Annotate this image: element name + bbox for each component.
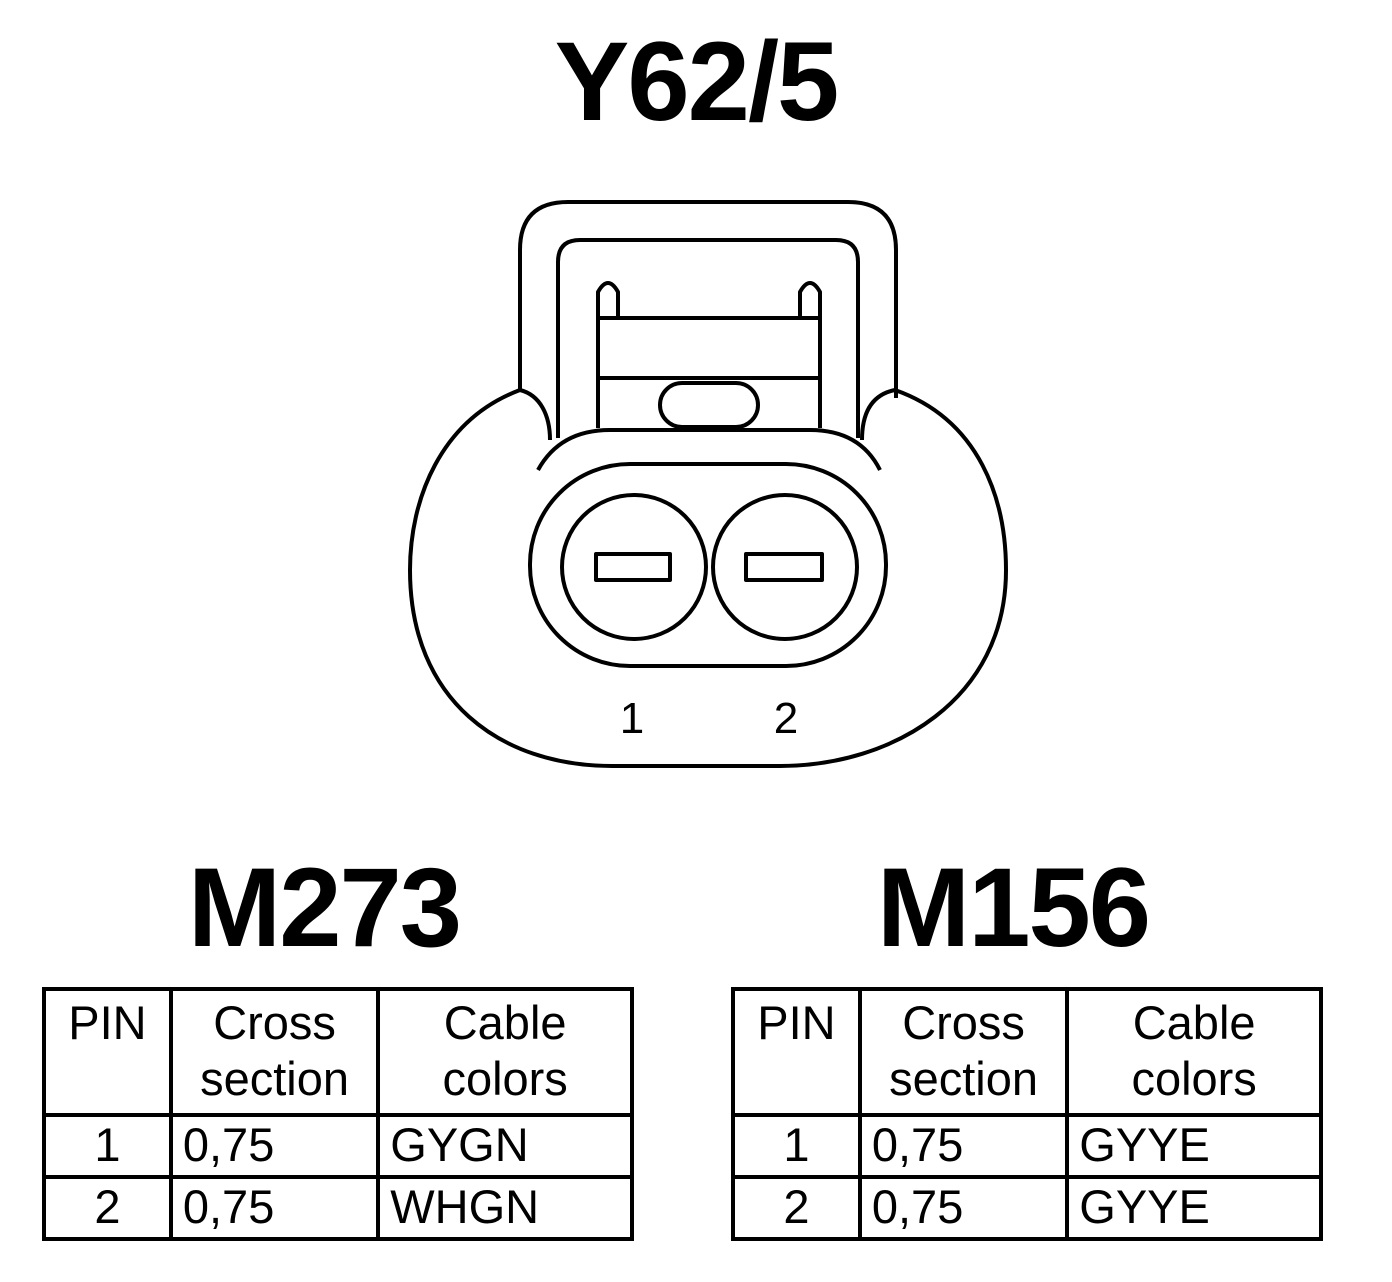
table-row: 1 0,75 GYGN: [42, 1113, 634, 1179]
pin-number-label-1: 1: [620, 694, 644, 743]
cross-section-value: 0,75: [857, 1113, 1070, 1179]
pin-socket-1: [560, 493, 708, 641]
table-header-row: PIN Cross section Cable colors: [42, 987, 634, 1117]
pin-table-m156: PIN Cross section Cable colors 1 0,75 GY…: [731, 987, 1323, 1241]
pin-number: 1: [42, 1113, 173, 1179]
latch-outer-frame: [518, 200, 898, 398]
latch-release-button: [658, 381, 760, 429]
table-row: 1 0,75 GYYE: [731, 1113, 1323, 1179]
pin-table-m273: PIN Cross section Cable colors 1 0,75 GY…: [42, 987, 634, 1241]
latch-left-tongue: [596, 281, 620, 428]
header-cross-section: Cross section: [857, 987, 1070, 1117]
connector-title: Y62/5: [554, 19, 840, 144]
connector-face-diagram: 1 2: [408, 200, 1008, 768]
header-pin: PIN: [42, 987, 173, 1117]
table-row: 2 0,75 GYYE: [731, 1175, 1323, 1241]
pin-number: 2: [731, 1175, 862, 1241]
latch-right-tongue: [798, 281, 822, 428]
table-header-row: PIN Cross section Cable colors: [731, 987, 1323, 1117]
connector-housing-outline: [408, 388, 1008, 768]
cross-section-value: 0,75: [857, 1175, 1070, 1241]
header-cable-colors: Cable colors: [376, 987, 634, 1117]
cable-color-value: GYYE: [1065, 1113, 1323, 1179]
engine-title-m273: M273: [187, 845, 462, 970]
cable-color-value: GYYE: [1065, 1175, 1323, 1241]
pin-contact-1: [594, 552, 672, 582]
header-cross-section: Cross section: [168, 987, 381, 1117]
table-row: 2 0,75 WHGN: [42, 1175, 634, 1241]
pin-cavity-surround: [528, 462, 888, 668]
cross-section-value: 0,75: [168, 1113, 381, 1179]
latch-inner-frame: [556, 238, 860, 438]
cable-color-value: GYGN: [376, 1113, 634, 1179]
pin-number: 2: [42, 1175, 173, 1241]
cable-color-value: WHGN: [376, 1175, 634, 1241]
cross-section-value: 0,75: [168, 1175, 381, 1241]
engine-title-m156: M156: [876, 845, 1151, 970]
connector-housing-left-shoulder: [519, 388, 552, 441]
header-cable-colors: Cable colors: [1065, 987, 1323, 1117]
header-pin: PIN: [731, 987, 862, 1117]
pin-number-label-2: 2: [774, 694, 798, 743]
pin-number: 1: [731, 1113, 862, 1179]
housing-collar-arc: [536, 428, 882, 471]
pin-socket-2: [711, 493, 859, 641]
pin-contact-2: [744, 552, 824, 582]
